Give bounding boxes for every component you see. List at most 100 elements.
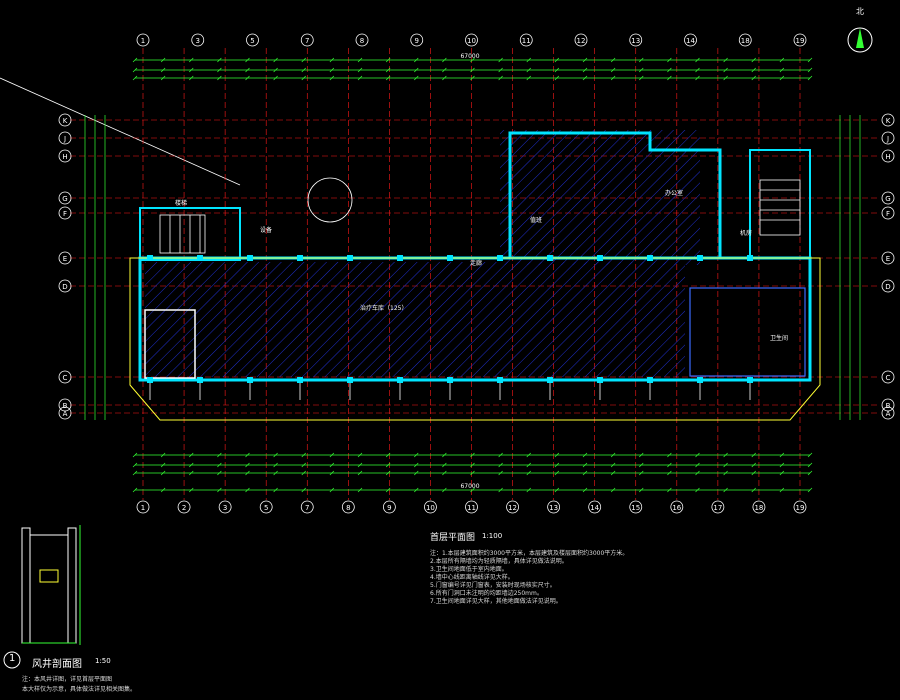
axis-label-top-7: 7	[305, 37, 309, 45]
axis-label-bottom-12: 12	[508, 504, 517, 512]
plan-title: 首层平面图	[430, 533, 476, 543]
axis-label-bottom-3: 3	[223, 504, 227, 512]
axis-bubble-bottom-9	[382, 500, 396, 514]
column-mark-upper-1	[197, 255, 203, 261]
dim-tick-2-7	[329, 75, 335, 81]
dim-tick-4-4	[245, 462, 250, 468]
row-bubble-C-1	[881, 370, 895, 384]
room-label-toilet: 卫生间	[770, 334, 788, 342]
dim-tick-2-3	[217, 75, 222, 81]
inner-room	[144, 309, 196, 379]
column-mark-upper-8	[547, 255, 553, 261]
axis-label-bottom-11: 11	[467, 504, 476, 512]
plan-note-4: 4.墙中心线距离轴线详见大样。	[430, 574, 514, 581]
dim-tick-6-12	[470, 487, 475, 493]
dim-tick-0-7	[329, 57, 335, 63]
dim-tick-5-13	[498, 470, 503, 476]
column-mark-lower-0	[147, 377, 153, 383]
hatched-core-area	[500, 130, 700, 265]
dim-tick-6-11	[442, 487, 447, 493]
room-label-office: 办公室	[665, 189, 683, 197]
section-number: 1	[9, 653, 16, 664]
column-mark-upper-4	[347, 255, 353, 261]
column-mark-lower-9	[597, 377, 603, 383]
dim-tick-0-22	[751, 57, 756, 63]
dim-tick-5-9	[385, 470, 391, 476]
row-bubble-J-0	[58, 131, 72, 145]
dim-tick-5-20	[695, 470, 700, 476]
dim-tick-0-20	[695, 57, 700, 63]
north-arrow	[847, 27, 873, 53]
dim-tick-2-21	[723, 75, 728, 81]
dim-tick-2-8	[357, 75, 363, 81]
dim-tick-1-22	[751, 67, 756, 73]
dim-tick-4-17	[610, 462, 616, 468]
axis-bubble-top-11	[519, 33, 533, 47]
column-markers	[147, 255, 753, 400]
dim-tick-2-24	[807, 75, 813, 81]
upper-wall	[508, 131, 722, 258]
dim-tick-0-5	[273, 57, 278, 63]
axis-bubble-bottom-7	[300, 500, 314, 514]
dim-tick-1-6	[301, 67, 306, 73]
dim-tick-5-8	[357, 470, 363, 476]
axis-label-bottom-17: 17	[713, 504, 722, 512]
dim-tick-0-3	[217, 57, 222, 63]
axis-bubble-bottom-10	[424, 500, 437, 514]
dim-tick-2-1	[160, 75, 166, 81]
dim-tick-4-15	[554, 462, 560, 468]
dim-tick-1-15	[554, 67, 560, 73]
dim-tick-6-15	[554, 487, 560, 493]
dim-tick-5-22	[751, 470, 756, 476]
dim-tick-1-2	[189, 67, 194, 73]
dim-tick-0-6	[301, 57, 306, 63]
dim-tick-1-21	[723, 67, 728, 73]
dim-tick-1-7	[329, 67, 335, 73]
plan-note-5: 5.门窗编号详见门窗表，安装时现场核实尺寸。	[430, 582, 556, 589]
dim-tick-5-7	[329, 470, 335, 476]
row-label-F-0: F	[63, 210, 67, 218]
axis-label-top-9: 9	[415, 37, 419, 45]
dim-tick-5-10	[414, 470, 419, 476]
dim-tick-3-21	[723, 452, 728, 458]
dim-tick-5-24	[807, 470, 813, 476]
dim-tick-2-14	[526, 75, 531, 81]
dim-tick-2-13	[498, 75, 503, 81]
dim-tick-0-18	[639, 57, 644, 63]
roof-outline	[129, 257, 821, 421]
row-label-J-0: J	[63, 135, 66, 143]
axis-label-bottom-19: 19	[796, 504, 805, 512]
dim-tick-3-2	[189, 452, 194, 458]
column-mark-upper-2	[247, 255, 253, 261]
dim-tick-3-16	[582, 452, 588, 458]
dim-tick-1-0	[132, 67, 138, 73]
dim-tick-1-17	[610, 67, 616, 73]
dim-tick-6-0	[132, 487, 138, 493]
dim-tick-3-11	[442, 452, 447, 458]
column-mark-lower-4	[347, 377, 353, 383]
axis-label-top-14: 14	[686, 37, 695, 45]
dim-tick-1-1	[160, 67, 166, 73]
dim-tick-4-24	[807, 462, 813, 468]
plan-note-3: 3.卫生间地面低于室内地面。	[430, 566, 508, 573]
dim-tick-6-1	[160, 487, 166, 493]
dim-tick-2-6	[301, 75, 306, 81]
dim-tick-6-22	[751, 487, 756, 493]
room-label-corridor: 走廊	[470, 259, 482, 267]
dim-tick-3-23	[779, 452, 785, 458]
dim-tick-1-12	[470, 67, 475, 73]
axis-label-top-3: 3	[196, 37, 200, 45]
section-note-1: 注：本风井详图，详见首层平面图	[22, 676, 113, 683]
axis-label-top-13: 13	[631, 37, 640, 45]
column-mark-lower-12	[747, 377, 753, 383]
dim-tick-5-11	[442, 470, 447, 476]
axis-bubble-top-13	[629, 33, 643, 47]
axis-bubble-top-5	[246, 33, 259, 47]
column-mark-lower-1	[197, 377, 203, 383]
dim-tick-0-13	[498, 57, 503, 63]
dim-tick-1-24	[807, 67, 813, 73]
column-mark-lower-8	[547, 377, 553, 383]
axis-bubble-bottom-12	[506, 500, 519, 514]
column-mark-lower-5	[397, 377, 403, 383]
